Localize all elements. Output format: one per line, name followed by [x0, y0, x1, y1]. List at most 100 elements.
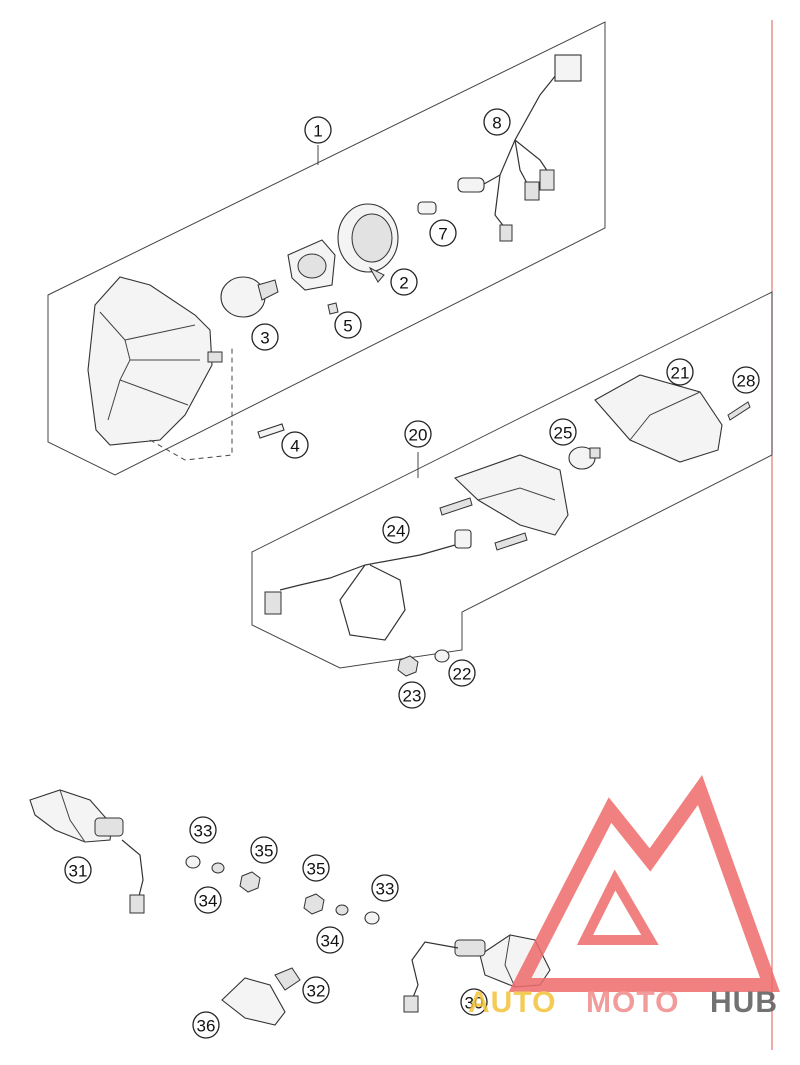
callout-c32: 32: [302, 976, 330, 1004]
callout-circle: [483, 108, 511, 136]
callout-circle: [448, 659, 476, 687]
lock-washer-right: [335, 904, 349, 916]
callout-c35b: 35: [302, 854, 330, 882]
callout-c20: 20: [404, 420, 432, 448]
callout-circle: [390, 268, 418, 296]
nut-left: [239, 871, 261, 893]
callout-c31: 31: [64, 856, 92, 884]
taillight-screw-bottom: [494, 532, 528, 551]
callout-circle: [251, 323, 279, 351]
callout-circle: [382, 516, 410, 544]
lock-washer-left: [211, 862, 225, 874]
watermark-text-auto: AUTO: [468, 986, 556, 1019]
taillight-screw-top: [439, 497, 473, 516]
callout-number: 4: [290, 437, 299, 456]
callout-c24: 24: [382, 516, 410, 544]
callout-circle: [404, 420, 432, 448]
callout-number: 31: [69, 862, 88, 881]
callout-c33b: 33: [371, 874, 399, 902]
connector-plug: [554, 54, 582, 82]
callout-number: 3: [260, 329, 269, 348]
callout-number: 30: [465, 994, 484, 1013]
callout-c33a: 33: [189, 816, 217, 844]
callout-number: 24: [387, 522, 406, 541]
callout-number: 8: [492, 114, 501, 133]
callout-c34b: 34: [316, 926, 344, 954]
bulb-socket: [457, 177, 485, 193]
callout-c21: 21: [666, 358, 694, 386]
taillight-nut: [397, 655, 419, 677]
small-screw: [327, 302, 339, 315]
callout-c35a: 35: [250, 836, 278, 864]
callout-number: 33: [376, 880, 395, 899]
callout-circle: [304, 116, 332, 144]
taillight-washer: [434, 649, 450, 663]
callout-number: 23: [403, 687, 422, 706]
callout-number: 5: [343, 317, 352, 336]
callout-number: 21: [671, 364, 690, 383]
taillight-assembly-group: [251, 291, 773, 677]
callout-circle: [460, 988, 488, 1016]
callout-number: 35: [255, 842, 274, 861]
taillight-lens: [594, 374, 723, 463]
watermark-text-moto: MOTO: [586, 986, 679, 1019]
callout-number: 20: [409, 426, 428, 445]
callout-number: 28: [737, 372, 756, 391]
callout-number: 1: [313, 122, 322, 141]
callout-number: 36: [197, 1017, 216, 1036]
callout-number: 35: [307, 860, 326, 879]
headlight-group-frame: [47, 21, 606, 476]
callout-c22: 22: [448, 659, 476, 687]
callout-c25: 25: [549, 418, 577, 446]
lens-screw: [727, 401, 751, 421]
rubber-boot-inner: [351, 213, 393, 263]
parking-bulb: [417, 201, 437, 215]
callout-c34a: 34: [194, 886, 222, 914]
callout-number: 33: [194, 822, 213, 841]
nut-right: [303, 893, 325, 915]
callout-number: 25: [554, 424, 573, 443]
callout-c2: 2: [390, 268, 418, 296]
callout-circle: [732, 366, 760, 394]
callout-labels: 1234578202122232425283031323333343435353…: [64, 108, 760, 1039]
callout-circle: [371, 874, 399, 902]
callout-circle: [549, 418, 577, 446]
callout-c23: 23: [398, 681, 426, 709]
turn-signal-cover: [221, 977, 286, 1026]
callout-circle: [189, 816, 217, 844]
watermark-text-hub: HUB: [710, 986, 778, 1019]
taillight-housing: [453, 454, 569, 536]
washer-left: [185, 855, 201, 869]
callout-number: 2: [399, 274, 408, 293]
callout-circle: [316, 926, 344, 954]
callout-c36: 36: [192, 1011, 220, 1039]
callout-c7: 7: [429, 219, 457, 247]
callout-circle: [250, 836, 278, 864]
callout-circle: [302, 854, 330, 882]
automotohub-watermark: AUTO MOTO HUB: [468, 775, 780, 1019]
headlight-screw: [257, 423, 285, 439]
callout-c8: 8: [483, 108, 511, 136]
callout-circle: [429, 219, 457, 247]
headlight-tab: [207, 351, 223, 363]
headlight-mask: [87, 276, 213, 446]
callout-circle: [398, 681, 426, 709]
callout-circle: [302, 976, 330, 1004]
callout-c5: 5: [334, 311, 362, 339]
watermark-logo-triangle: [508, 775, 780, 992]
wiring-harness: [483, 54, 582, 242]
callout-c30: 30: [460, 988, 488, 1016]
callout-c3: 3: [251, 323, 279, 351]
callout-number: 34: [199, 892, 218, 911]
callout-c4: 4: [281, 431, 309, 459]
callout-number: 22: [453, 665, 472, 684]
callout-circle: [64, 856, 92, 884]
callout-c28: 28: [732, 366, 760, 394]
washer-right: [364, 911, 380, 925]
callout-leaders: [317, 145, 419, 478]
callout-circle: [281, 431, 309, 459]
headlight-assembly-group: [47, 21, 606, 476]
callout-number: 32: [307, 982, 326, 1001]
headlight-bulb: [220, 276, 266, 318]
callout-c1: 1: [304, 116, 332, 144]
